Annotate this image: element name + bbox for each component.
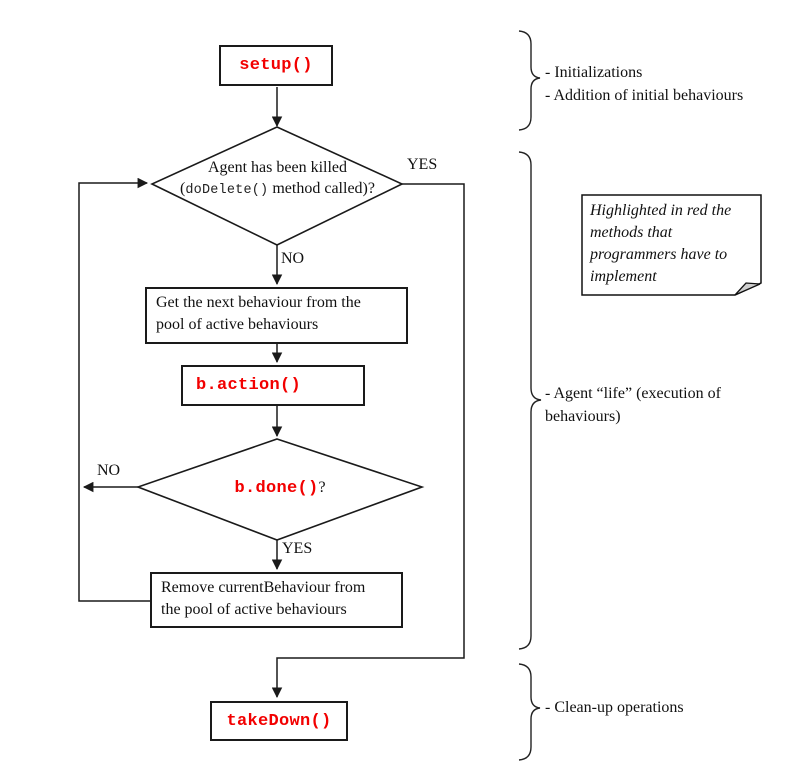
remove-behaviour-line2: the pool of active behaviours (161, 601, 347, 618)
b-done-text: b.done()? (138, 477, 422, 499)
brace-initializations-icon (518, 30, 541, 131)
get-behaviour-line1: Get the next behaviour from the (156, 294, 361, 311)
get-behaviour-line2: pool of active behaviours (156, 316, 319, 333)
b-done-code: b.done() (234, 479, 319, 498)
note-line1: Highlighted in red the (590, 202, 732, 219)
yes-down-label: YES (282, 540, 313, 557)
life-line1: - Agent “life” (execution of (545, 385, 721, 402)
yes-right-label: YES (407, 156, 438, 173)
note-text: Highlighted in red the methods that prog… (590, 200, 760, 288)
takedown-box: takeDown() (210, 701, 348, 741)
killed-check-text: Agent has been killed (doDelete() method… (152, 157, 403, 201)
note-fold-icon (734, 282, 761, 296)
init-annotation: - Initializations - Addition of initial … (545, 61, 743, 107)
b-action-box: b.action() (181, 365, 365, 406)
killed-check-diamond (150, 126, 404, 246)
life-line2: behaviours) (545, 408, 621, 425)
edge-loop-back-to-check (78, 177, 150, 602)
note-line4: implement (590, 268, 657, 285)
setup-label: setup() (239, 56, 313, 75)
b-done-question: ? (318, 479, 326, 496)
dodelete-code: doDelete() (185, 183, 269, 198)
brace-cleanup-icon (518, 663, 541, 761)
life-annotation: - Agent “life” (execution of behaviours) (545, 382, 721, 428)
b-done-diamond (135, 438, 425, 541)
b-action-label: b.action() (196, 376, 302, 395)
note-line2: methods that (590, 224, 673, 241)
remove-behaviour-line1: Remove currentBehaviour from (161, 579, 366, 596)
init-line1: - Initializations (545, 64, 643, 81)
killed-check-line1: Agent has been killed (207, 159, 348, 176)
init-line2: - Addition of initial behaviours (545, 87, 744, 104)
killed-check-paren: ( (180, 180, 186, 197)
remove-behaviour-box: Remove currentBehaviour from the pool of… (150, 572, 403, 628)
no-left-label: NO (97, 462, 121, 479)
note-line3: programmers have to (590, 246, 728, 263)
setup-box: setup() (219, 45, 333, 86)
no-down-label: NO (281, 250, 305, 267)
killed-check-rest: method called)? (268, 180, 375, 197)
cleanup-annotation: - Clean-up operations (545, 699, 684, 716)
brace-agent-life-icon (518, 151, 542, 650)
get-behaviour-box: Get the next behaviour from the pool of … (145, 287, 408, 344)
takedown-label: takeDown() (226, 711, 332, 731)
edge-check-yes-to-takedown (271, 183, 465, 699)
